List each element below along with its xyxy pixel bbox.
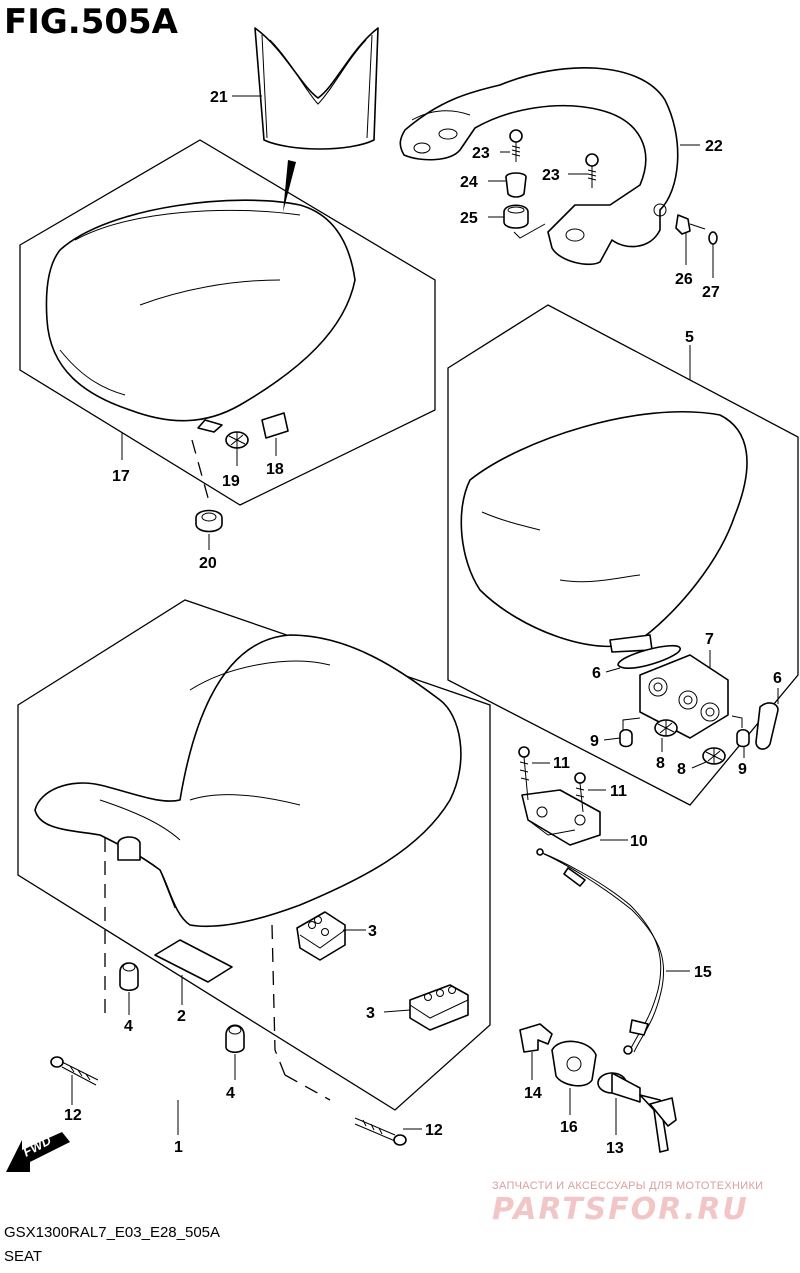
bolt-11a [518,746,530,801]
bolt-23b [585,153,599,188]
callout-23a: 23 [472,145,490,162]
callout-3a: 3 [368,923,377,940]
callout-6a: 6 [592,665,601,682]
callout-4b: 4 [226,1085,235,1102]
callout-7: 7 [705,631,714,648]
callout-21: 21 [210,89,228,106]
callout-8a: 8 [656,755,665,772]
pillion-seat-panel [447,304,799,806]
rear-seat-cover-17 [45,199,356,433]
grommet-25 [503,204,529,229]
callout-20: 20 [199,555,217,572]
rear-seat-cover-panel [19,139,436,506]
callout-16: 16 [560,1119,578,1136]
callout-19: 19 [222,473,240,490]
callout-10: 10 [630,833,648,850]
bolt-26 [675,214,706,235]
cushion-6b [755,702,779,750]
tape-2 [154,939,233,983]
leader-9b [731,715,743,728]
seat-cowl-21 [254,27,379,212]
cushion-8b [702,747,726,765]
callout-1: 1 [174,1139,183,1156]
cushion-9b [736,728,750,748]
cushion-3a [296,911,346,961]
cushion-8a [654,719,678,737]
callout-8b: 8 [677,761,686,778]
cushion-20 [195,509,223,533]
callout-17: 17 [112,468,130,485]
callout-25: 25 [460,210,478,227]
cushion-9a [619,728,633,748]
cushion-3b [409,984,469,1031]
pillion-seat-5 [460,411,748,653]
bolt-11b [574,772,586,813]
callout-9a: 9 [590,733,599,750]
fig-title: FIG.505A [4,2,178,42]
callout-4a: 4 [124,1018,133,1035]
callout-2: 2 [177,1008,186,1025]
callout-12b: 12 [425,1122,443,1139]
collar-24 [505,172,527,198]
cushion-4a [119,962,139,992]
callout-18: 18 [266,461,284,478]
callout-22: 22 [705,138,723,155]
callout-27: 27 [702,284,720,301]
callout-labels: 21 22 23 23 24 25 26 27 5 17 19 18 20 7 … [64,89,782,1157]
assembly-line-20 [191,439,211,506]
seat-lock-13 [597,1072,677,1153]
cushion-19 [225,431,249,449]
assembly-line-1 [271,924,286,1076]
bracket-7 [639,654,729,739]
cushion-4b [225,1024,245,1054]
seat-lock-holder-14 [519,1023,553,1053]
callout-15: 15 [694,964,712,981]
leader-25 [513,223,546,239]
cushion-6a [617,644,681,670]
callout-3b: 3 [366,1005,375,1022]
callout-5: 5 [685,329,694,346]
seat-lock-10 [521,789,601,846]
grab-rail-22 [399,67,679,266]
callout-9b: 9 [738,761,747,778]
watermark-logo: PARTSFOR.RU [492,1192,749,1227]
callout-26: 26 [675,271,693,288]
callout-6b: 6 [773,670,782,687]
fwd-direction-badge: FWD [6,1132,70,1172]
front-seat-panel [17,599,491,1111]
bolt-23a [509,129,523,162]
assembly-line-12b [284,1074,331,1101]
callout-12a: 12 [64,1107,82,1124]
footer-section-name: SEAT [4,1248,43,1265]
callout-24: 24 [460,174,478,191]
leader-lines [71,95,779,1135]
seat-lock-cable-15 [536,848,665,1055]
cap-27 [708,231,718,245]
bolt-12a [50,1056,99,1086]
callout-23b: 23 [542,167,560,184]
footer-model-code: GSX1300RAL7_E03_E28_505A [4,1224,221,1241]
callout-11b: 11 [610,783,627,800]
watermark-tagline: ЗАПЧАСТИ И АКСЕССУАРЫ ДЛЯ МОТОТЕХНИКИ [492,1180,764,1192]
callout-14: 14 [524,1085,542,1102]
front-seat-1 [34,634,462,928]
bolt-12b [354,1117,407,1146]
tape-18 [261,412,289,439]
leader-9a [622,717,641,730]
bracket-16 [551,1040,597,1087]
callout-13: 13 [606,1140,624,1157]
callout-11a: 11 [553,755,570,772]
